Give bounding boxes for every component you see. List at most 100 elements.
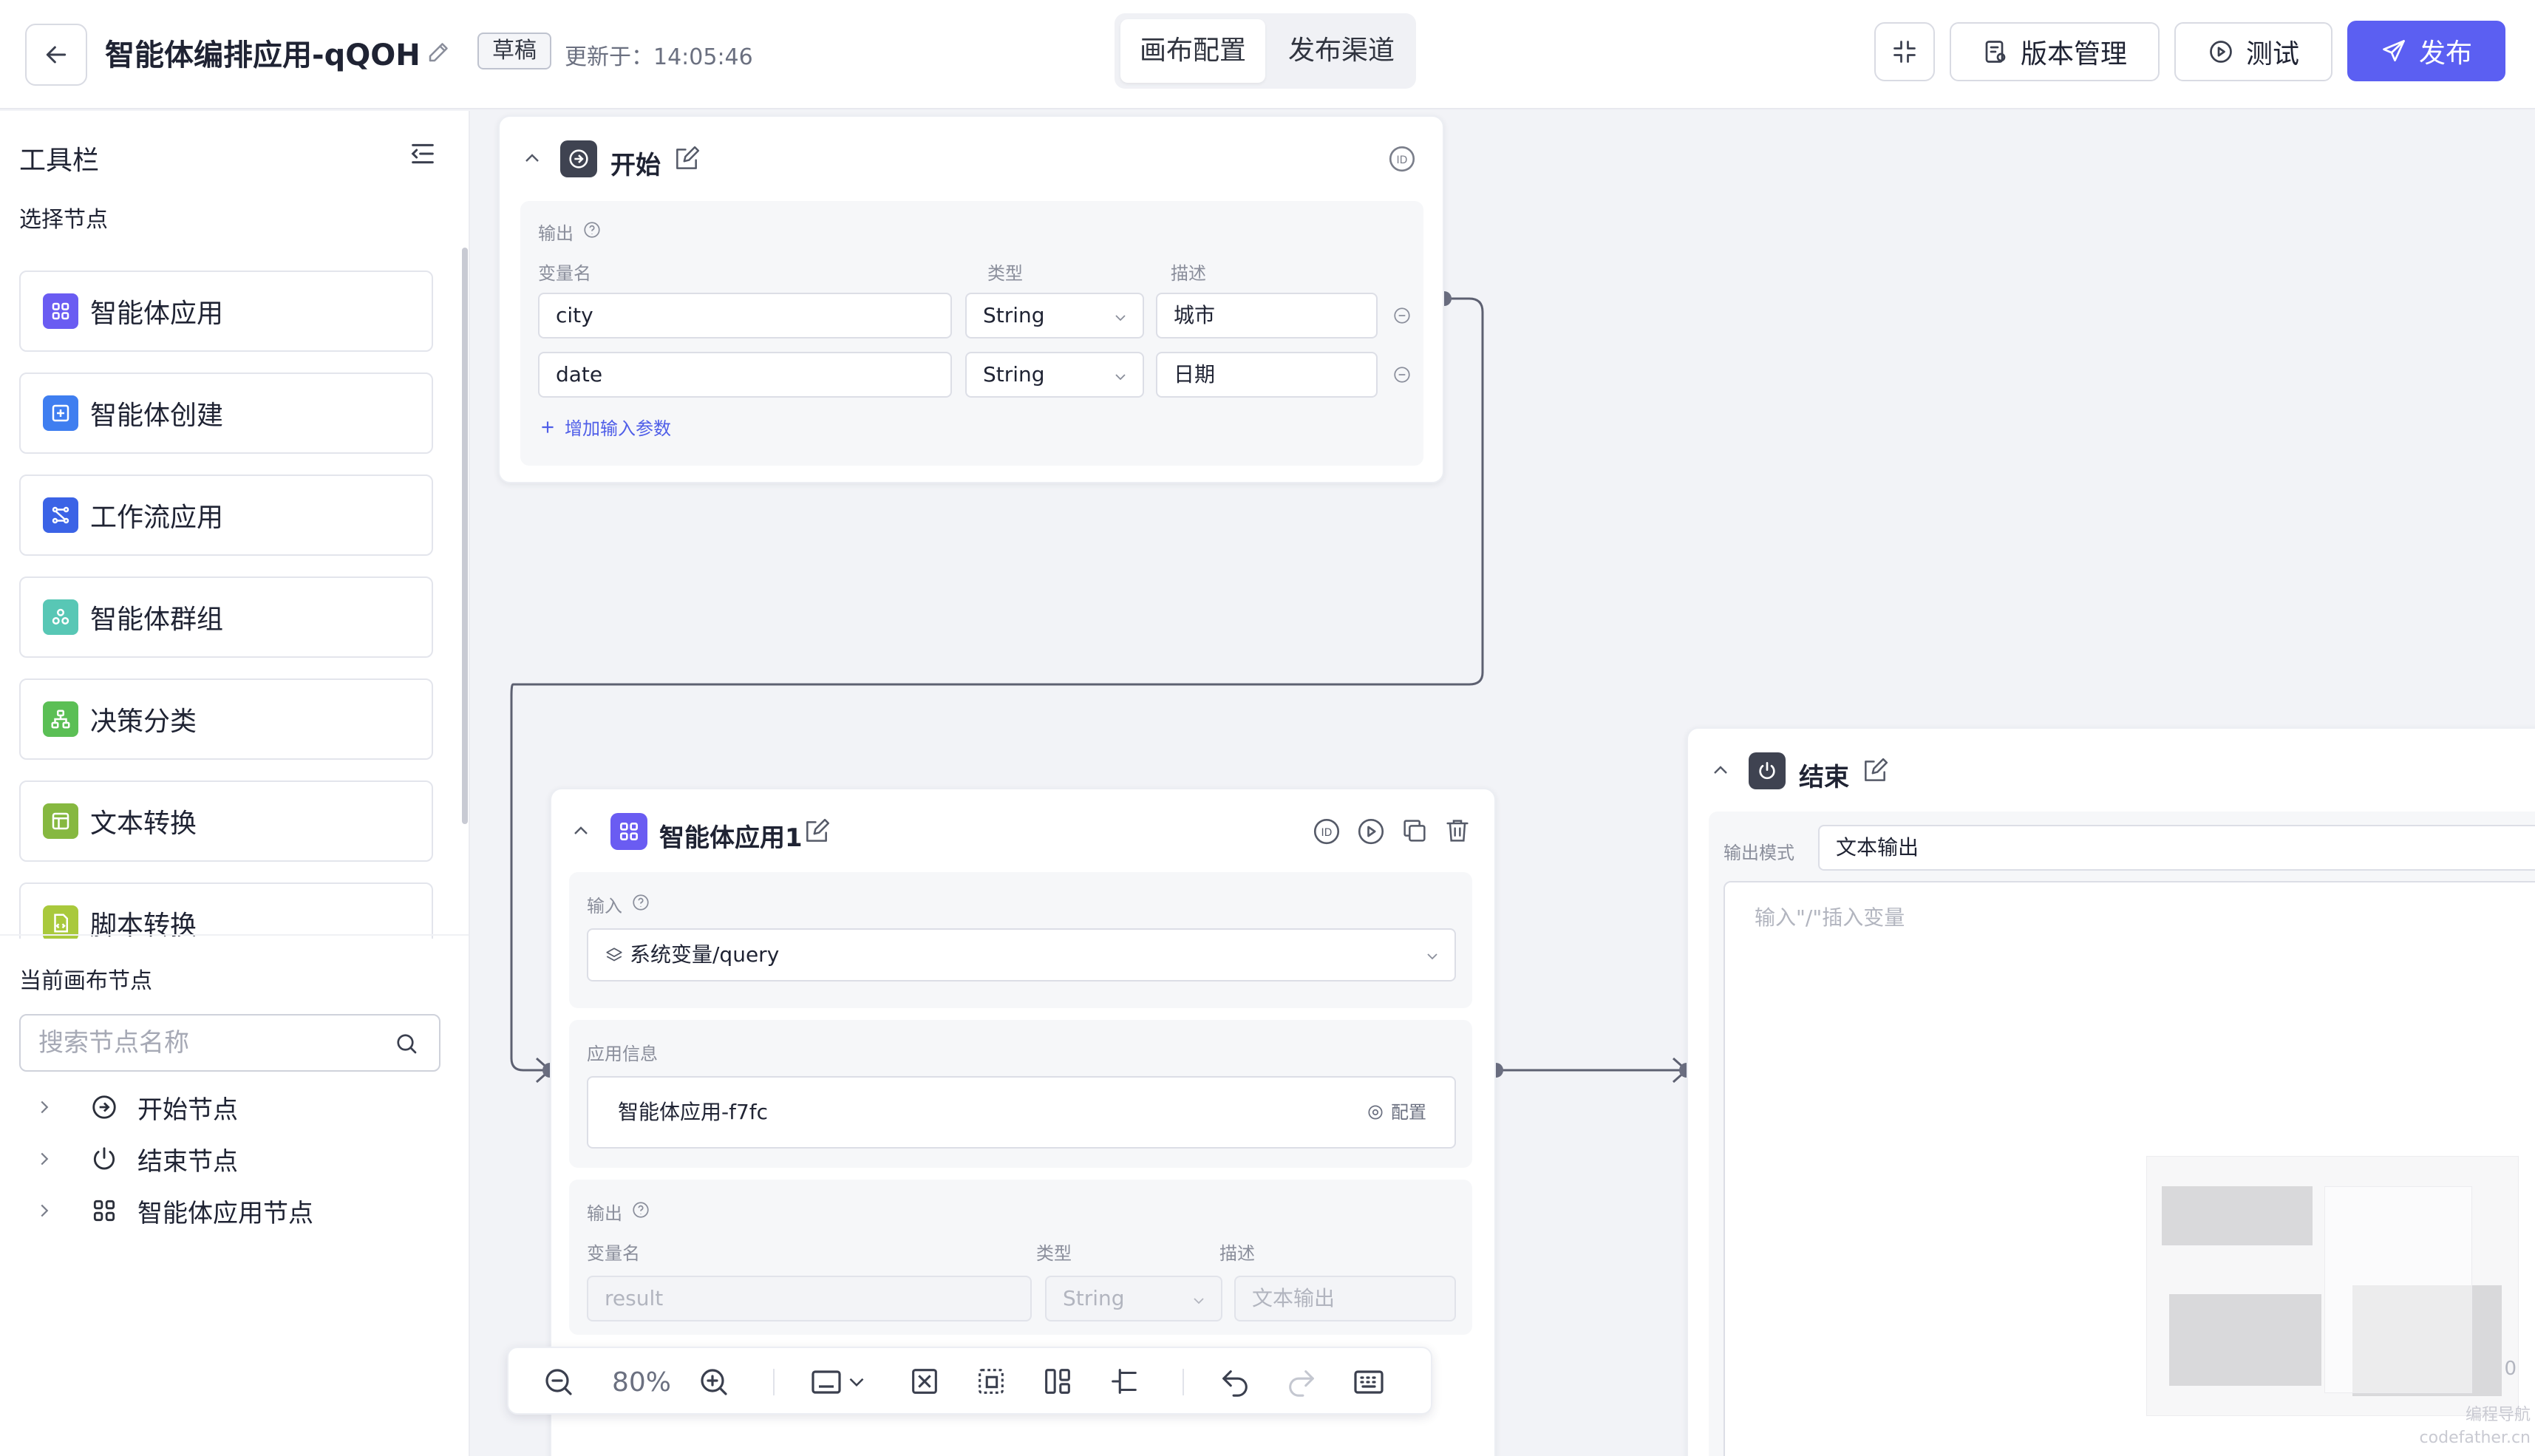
node-agent-group[interactable]: 智能体群组 — [19, 576, 433, 658]
node-decision[interactable]: 决策分类 — [19, 678, 433, 760]
node-search[interactable] — [19, 1014, 440, 1072]
trash-icon[interactable] — [1443, 816, 1472, 846]
redo-button[interactable] — [1284, 1364, 1318, 1398]
layout-icon — [1045, 1369, 1070, 1394]
col-type-label: 类型 — [987, 263, 1023, 284]
chevron-up-icon[interactable] — [520, 146, 544, 170]
flow-canvas[interactable]: 开始 ID 输出 变量名 类型 描述 city String 城市 date S… — [470, 111, 2535, 1456]
search-icon[interactable] — [393, 1030, 420, 1057]
watermark-line: codefather.cn — [2419, 1429, 2531, 1447]
node-title: 智能体应用1 — [659, 823, 803, 853]
var-type-select[interactable]: String — [965, 352, 1144, 398]
undo-button[interactable] — [1218, 1364, 1252, 1398]
id-icon[interactable]: ID — [1386, 143, 1418, 174]
keyboard-icon — [1354, 1370, 1384, 1394]
edit-icon[interactable] — [803, 817, 831, 846]
minimap[interactable]: 0 — [2146, 1156, 2519, 1416]
node-label: 决策分类 — [90, 707, 197, 737]
select-area-button[interactable] — [974, 1364, 1008, 1398]
node-label: 智能体应用 — [90, 299, 224, 329]
start-icon — [90, 1093, 129, 1121]
power-icon — [90, 1145, 129, 1173]
top-bar: 智能体编排应用-qQOH 草稿 更新于：14:05:46 画布配置 发布渠道 版… — [0, 0, 2535, 109]
start-node[interactable]: 开始 ID 输出 变量名 类型 描述 city String 城市 date S… — [498, 115, 1444, 483]
grid-icon — [43, 293, 78, 329]
app-info-box: 智能体应用-f7fc 配置 — [587, 1076, 1456, 1149]
search-input[interactable] — [38, 1026, 378, 1060]
output-name-field: result — [587, 1276, 1032, 1321]
watermark-line: 编程导航 — [2465, 1406, 2531, 1424]
workflow-icon — [43, 497, 78, 533]
grid-icon — [90, 1197, 129, 1225]
add-param-button[interactable]: 增加输入参数 — [538, 414, 671, 440]
copy-icon[interactable] — [1400, 816, 1429, 846]
fit-view-button[interactable] — [908, 1364, 942, 1398]
input-panel: 输入 系统变量/query — [569, 872, 1472, 1008]
node-label: 智能体群组 — [90, 605, 224, 635]
app-name: 智能体应用-f7fc — [618, 1100, 769, 1124]
tree-item-start[interactable]: 开始节点 — [30, 1086, 238, 1128]
align-button[interactable] — [1107, 1364, 1141, 1398]
chevron-up-icon[interactable] — [569, 819, 593, 843]
var-name-field[interactable]: date — [538, 352, 952, 398]
output-label: 输出 — [538, 223, 574, 244]
tab-canvas-config[interactable]: 画布配置 — [1120, 19, 1265, 83]
col-desc-label: 描述 — [1171, 263, 1206, 284]
node-label: 智能体创建 — [90, 401, 224, 431]
node-script-transform[interactable]: 脚本转换 — [19, 882, 433, 939]
layout-button[interactable] — [1041, 1364, 1075, 1398]
chevron-right-icon[interactable] — [30, 1148, 59, 1170]
var-desc-field[interactable]: 日期 — [1156, 352, 1378, 398]
edit-icon[interactable] — [1861, 757, 1889, 785]
end-node[interactable]: 结束 输出模式 文本输出 输入"/"插入变量 — [1687, 727, 2535, 1456]
back-button[interactable] — [25, 24, 87, 86]
output-panel: 输出 变量名 类型 描述 result String 文本输出 — [569, 1180, 1472, 1335]
edit-title-icon[interactable] — [426, 38, 452, 65]
zoom-in-button[interactable] — [696, 1364, 732, 1400]
agent-app-node[interactable]: 智能体应用1 ID 输入 系统变量/query 应用信息 智能体应用-f7fc … — [550, 788, 1496, 1456]
mode-dropdown-button[interactable] — [809, 1364, 869, 1400]
help-icon[interactable] — [582, 220, 602, 239]
minimap-viewport[interactable] — [2324, 1186, 2472, 1393]
tree-item-agent[interactable]: 智能体应用节点 — [30, 1190, 313, 1231]
id-icon[interactable]: ID — [1311, 816, 1342, 847]
chevron-right-icon[interactable] — [30, 1200, 59, 1222]
var-type-select[interactable]: String — [965, 293, 1144, 339]
node-agent-app[interactable]: 智能体应用 — [19, 271, 433, 352]
config-button[interactable]: 配置 — [1366, 1078, 1426, 1147]
zoom-level[interactable]: 80% — [612, 1367, 672, 1398]
chevron-up-icon[interactable] — [1709, 758, 1732, 782]
help-icon[interactable] — [631, 893, 650, 912]
publish-label: 发布 — [2418, 38, 2472, 69]
node-palette: 智能体应用 智能体创建 工作流应用 智能体群组 决策分类 文本转换 脚本转换 — [19, 271, 433, 939]
var-name-field[interactable]: city — [538, 293, 952, 339]
edit-icon[interactable] — [673, 145, 701, 173]
tab-publish-channel[interactable]: 发布渠道 — [1287, 35, 1395, 66]
tree-item-end[interactable]: 结束节点 — [30, 1138, 238, 1180]
chevron-right-icon[interactable] — [30, 1096, 59, 1118]
publish-button[interactable]: 发布 — [2347, 21, 2505, 81]
shrink-icon — [1893, 41, 1916, 63]
start-icon — [560, 140, 597, 177]
remove-icon[interactable] — [1392, 306, 1412, 325]
edge-start-to-agent[interactable] — [510, 297, 1484, 1072]
zoom-out-button[interactable] — [541, 1364, 576, 1400]
var-desc-field[interactable]: 城市 — [1156, 293, 1378, 339]
version-button[interactable]: 版本管理 — [1950, 22, 2160, 81]
run-icon[interactable] — [1355, 816, 1386, 847]
collapse-button[interactable] — [1874, 22, 1935, 81]
output-desc-field: 文本输出 — [1234, 1276, 1456, 1321]
help-icon[interactable] — [631, 1200, 650, 1219]
test-button[interactable]: 测试 — [2174, 22, 2332, 81]
shortcuts-button[interactable] — [1351, 1364, 1386, 1400]
plus-icon — [542, 421, 554, 433]
node-agent-create[interactable]: 智能体创建 — [19, 372, 433, 454]
sidebar-scrollbar[interactable] — [462, 248, 468, 824]
menu-fold-icon[interactable] — [408, 139, 438, 169]
text-transform-icon — [43, 803, 78, 839]
remove-icon[interactable] — [1392, 365, 1412, 384]
mode-select[interactable]: 文本输出 — [1818, 825, 2535, 871]
node-workflow-app[interactable]: 工作流应用 — [19, 474, 433, 556]
input-select[interactable]: 系统变量/query — [587, 928, 1456, 982]
node-text-transform[interactable]: 文本转换 — [19, 780, 433, 862]
